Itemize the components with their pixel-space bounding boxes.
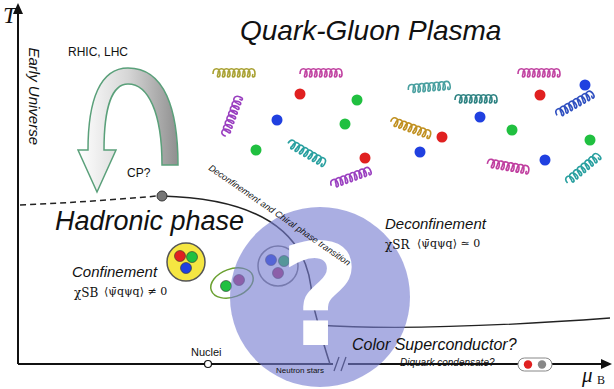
region-title: Color Superconductor? [352, 336, 517, 354]
axis-note: Neutron stars [276, 367, 324, 376]
region-title: Hadronic phase [55, 207, 244, 237]
diquark-quark [524, 360, 532, 368]
region-title: Quark-Gluon Plasma [240, 16, 501, 47]
quarks [251, 80, 596, 166]
nuclei-marker [205, 361, 212, 368]
crossover-line [20, 196, 157, 205]
point-label: Nuclei [191, 346, 222, 358]
point-label: CP? [127, 167, 150, 180]
condensate-formula: ⟨ψ̄qψq⟩ ≠ 0 [104, 286, 167, 298]
axis-label: μ [582, 364, 593, 387]
axis-arrow [601, 359, 612, 369]
phase-label: Confinement [72, 264, 157, 281]
symmetry-label: χSR [385, 239, 410, 252]
collision-arrow [78, 68, 178, 192]
axis-label: T [3, 2, 16, 28]
symmetry-label: χSB [74, 287, 98, 300]
experiment-label: RHIC, LHC [68, 46, 128, 59]
gluons [213, 69, 602, 189]
phase-label: Deconfinement [385, 216, 486, 233]
diquark-pill [518, 358, 552, 371]
axis-note: Early Universe [26, 47, 43, 145]
legend-note: Diquark condensate? [400, 357, 495, 368]
condensate-formula: ⟨ψ̄qψq⟩ ≃ 0 [417, 238, 480, 250]
critical-point [157, 191, 167, 201]
axis-subscript: B [597, 374, 605, 387]
question-circle: ? [230, 207, 410, 387]
diquark-quark [538, 360, 546, 368]
